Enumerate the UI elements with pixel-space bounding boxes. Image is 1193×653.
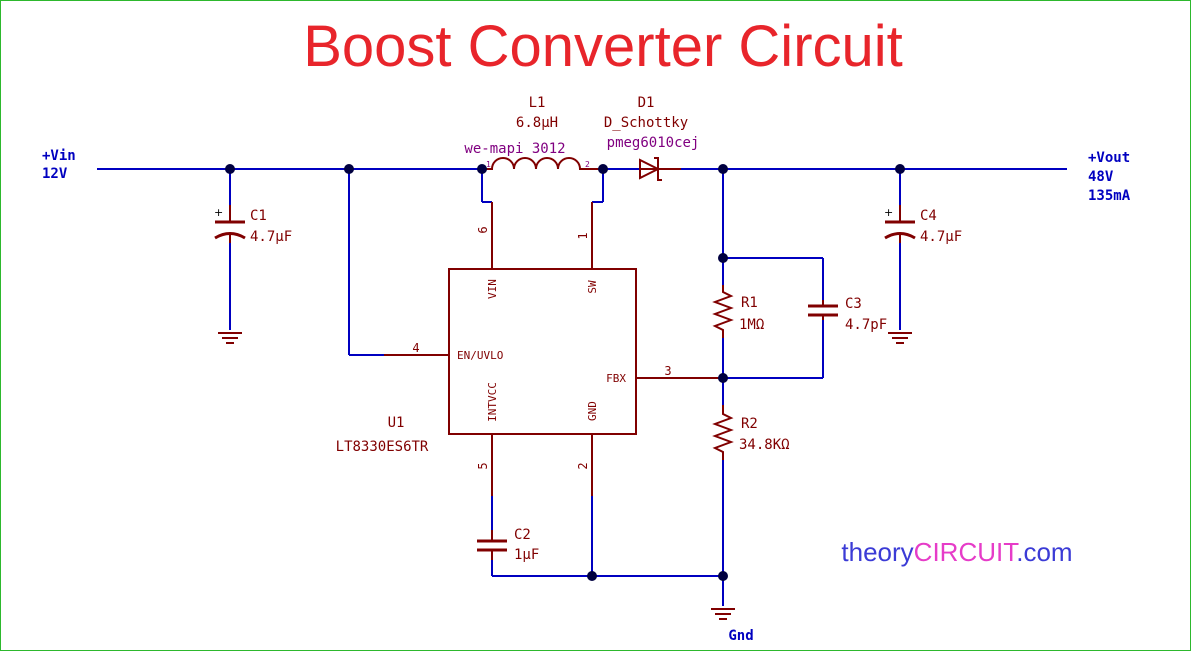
- l1-value: 6.8µH: [516, 115, 558, 131]
- u1-pin-fbx-label: FBX: [606, 372, 626, 385]
- l1-pin2-number: 2: [585, 160, 590, 169]
- c2-value: 1µF: [514, 547, 539, 563]
- c4-ref: C4: [920, 208, 937, 224]
- r1-value: 1MΩ: [739, 317, 764, 333]
- r2-zigzag: [712, 405, 734, 460]
- u1-pin1-number: 1: [576, 232, 590, 239]
- junction-dot: [718, 253, 728, 263]
- junction-dot: [587, 571, 597, 581]
- junction-dot: [718, 164, 728, 174]
- junction-dot: [344, 164, 354, 174]
- u1-pin3-number: 3: [664, 364, 671, 378]
- u1-pin5-number: 5: [476, 462, 490, 469]
- junction-dot: [225, 164, 235, 174]
- d1-triangle: [639, 158, 661, 180]
- ground-symbol-c1: [218, 332, 242, 344]
- junctions: [225, 164, 905, 581]
- vin-port-value: 12V: [42, 166, 68, 182]
- junction-dot: [895, 164, 905, 174]
- c4-capacitor: + C4 4.7µF: [884, 205, 962, 245]
- page-title: Boost Converter Circuit: [303, 14, 903, 79]
- u1-body: [448, 268, 637, 435]
- r1-zigzag: [712, 285, 734, 338]
- u1-pin-intvcc-label: INTVCC: [486, 382, 499, 422]
- junction-dot: [598, 164, 608, 174]
- c1-ref: C1: [250, 208, 267, 224]
- l1-ref: L1: [529, 95, 546, 111]
- l1-coil: [482, 157, 603, 170]
- l1-inductor: L1 6.8µH we-mapi 3012 1 2: [464, 95, 603, 170]
- watermark-part-com: .com: [1016, 537, 1072, 567]
- c3-ref: C3: [845, 296, 862, 312]
- junction-dot: [477, 164, 487, 174]
- c1-polarity-mark: +: [214, 206, 223, 219]
- watermark-part-theory: theory: [841, 537, 913, 567]
- d1-ref: D1: [638, 95, 655, 111]
- r1-resistor: R1 1MΩ: [712, 285, 764, 338]
- c1-value: 4.7µF: [250, 229, 292, 245]
- c4-value: 4.7µF: [920, 229, 962, 245]
- c3-value: 4.7pF: [845, 317, 887, 333]
- watermark-part-circuit: CIRCUIT: [914, 537, 1020, 567]
- c4-polarity-mark: +: [884, 206, 893, 219]
- d1-value: D_Schottky: [604, 115, 688, 131]
- l1-pin1-number: 1: [486, 160, 491, 169]
- vout-port-current: 135mA: [1088, 188, 1131, 204]
- u1-pin-gnd-label: GND: [586, 401, 599, 421]
- c2-ref: C2: [514, 527, 531, 543]
- c1-capacitor: + C1 4.7µF: [214, 205, 292, 245]
- u1-pin-vin-label: VIN: [486, 279, 499, 299]
- u1-pin4-number: 4: [412, 341, 419, 355]
- r2-resistor: R2 34.8KΩ: [712, 405, 790, 460]
- u1-part: LT8330ES6TR: [336, 439, 429, 455]
- r2-value: 34.8KΩ: [739, 437, 790, 453]
- r1-ref: R1: [741, 295, 758, 311]
- c2-capacitor: C2 1µF: [477, 527, 539, 563]
- l1-part: we-mapi 3012: [464, 141, 565, 157]
- r2-ref: R2: [741, 416, 758, 432]
- vout-port-name: +Vout: [1088, 150, 1130, 166]
- d1-schottky-bar: [654, 157, 662, 181]
- u1-pin2-number: 2: [576, 462, 590, 469]
- junction-dot: [718, 373, 728, 383]
- ground-symbol-c4: [888, 332, 912, 344]
- u1-pin6-number: 6: [476, 226, 490, 233]
- wires: [97, 168, 1067, 606]
- u1-ic: 6 1 4 3 5 2 VIN SW EN/UVLO FBX INTVCC GN…: [336, 202, 723, 496]
- watermark: theoryCIRCUIT.com: [841, 537, 1072, 567]
- d1-part: pmeg6010cej: [607, 135, 700, 151]
- u1-pin-sw-label: SW: [586, 280, 599, 294]
- c3-capacitor: C3 4.7pF: [808, 296, 887, 333]
- u1-pin-en-label: EN/UVLO: [457, 349, 503, 362]
- junction-dot: [718, 571, 728, 581]
- u1-ref: U1: [388, 415, 405, 431]
- gnd-port-name: Gnd: [728, 628, 753, 644]
- d1-diode: D1 D_Schottky pmeg6010cej: [604, 95, 700, 181]
- vin-port-name: +Vin: [42, 148, 76, 164]
- ground-symbol-main: [711, 608, 735, 620]
- vout-port-voltage: 48V: [1088, 169, 1114, 185]
